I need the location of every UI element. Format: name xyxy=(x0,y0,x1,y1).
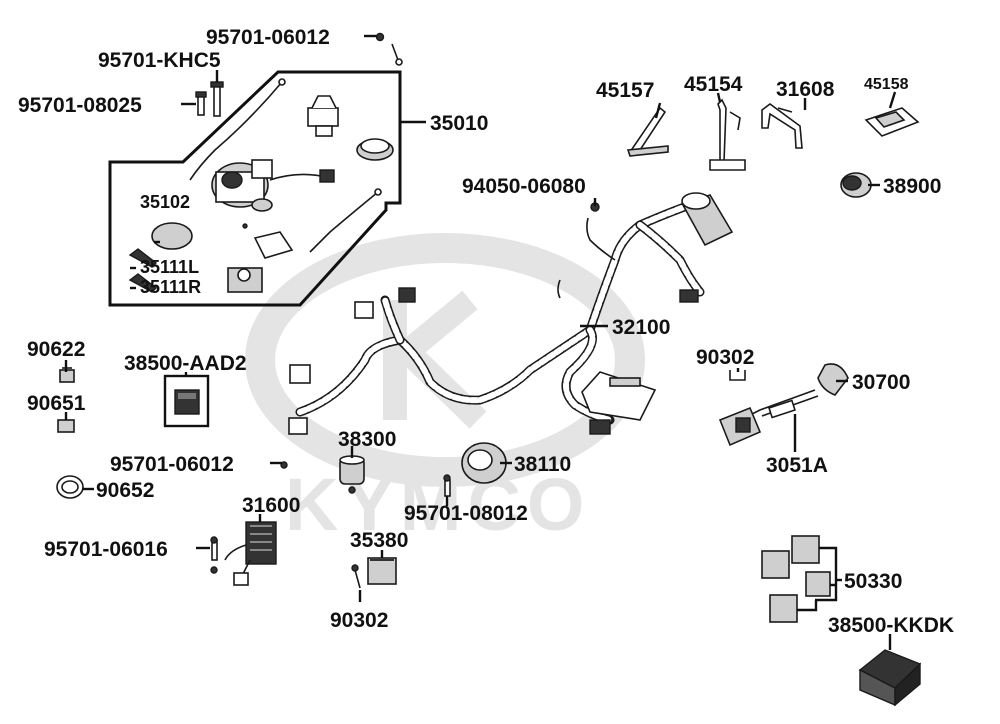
lock-cylinder xyxy=(227,267,263,293)
relay-38500-kkdk xyxy=(858,649,922,707)
clip-90302-bottom xyxy=(351,564,361,589)
part-labels: 95701-06012 95701-KHC5 95701-08025 35010… xyxy=(18,26,954,637)
label-35010: 35010 xyxy=(430,112,488,135)
watermark-brand: KYMCO xyxy=(285,463,590,546)
label-38300: 38300 xyxy=(338,428,396,451)
label-45157: 45157 xyxy=(596,79,654,102)
bracket-45157 xyxy=(626,106,669,157)
cable-end xyxy=(278,78,286,86)
label-35102: 35102 xyxy=(140,192,190,212)
label-95701-06012-mid: 95701-06012 xyxy=(110,453,234,476)
label-38500-kkdk: 38500-KKDK xyxy=(828,614,954,637)
key-left-icon xyxy=(128,248,158,268)
label-95701-08012: 95701-08012 xyxy=(404,502,528,525)
harness-connector-a xyxy=(354,301,374,319)
label-45158: 45158 xyxy=(864,76,909,93)
label-50330: 50330 xyxy=(844,570,902,593)
leader-50330-bracket xyxy=(797,546,838,612)
bolt-95701-06012-mid xyxy=(280,461,288,469)
seat-lock-cable xyxy=(189,81,283,181)
label-38900: 38900 xyxy=(883,175,941,198)
pad-4 xyxy=(769,594,798,623)
key-right-icon xyxy=(128,273,158,293)
watermark-ring xyxy=(245,233,645,487)
label-94050-06080: 94050-06080 xyxy=(462,175,586,198)
label-45154: 45154 xyxy=(684,73,743,96)
clamp-90652 xyxy=(56,475,84,499)
harness-connector-c xyxy=(288,417,308,435)
part-38900 xyxy=(840,172,872,198)
label-95701-khc5: 95701-KHC5 xyxy=(98,49,221,72)
label-90622: 90622 xyxy=(27,338,85,361)
harness-connector-b xyxy=(398,287,416,303)
bracket-45154 xyxy=(709,98,746,171)
switch-connector xyxy=(319,169,335,183)
top-bolt-95701-06012 xyxy=(375,32,403,66)
label-35111R: 35111R xyxy=(140,277,201,297)
clip-90302-right xyxy=(729,370,746,381)
harness-connector-e xyxy=(679,289,699,303)
regulator-31600 xyxy=(224,521,277,586)
key-shutter-plate xyxy=(151,222,193,250)
label-90302-right: 90302 xyxy=(696,346,754,369)
label-31600: 31600 xyxy=(242,494,300,517)
seat-lock-latch xyxy=(307,95,339,137)
label-31608: 31608 xyxy=(776,78,835,101)
lock-set-parts xyxy=(128,78,394,293)
label-95701-06012-top: 95701-06012 xyxy=(206,26,330,49)
bolt-95701-khc5 xyxy=(210,81,224,117)
bolt-95701-06016 xyxy=(210,536,218,574)
label-32100: 32100 xyxy=(612,316,670,339)
bolt-95701-08025 xyxy=(195,91,207,116)
pad-2 xyxy=(791,535,820,564)
pad-1 xyxy=(761,550,790,579)
bracket-45158 xyxy=(864,107,920,137)
label-90302-bottom: 90302 xyxy=(330,609,388,632)
lock-set-group-box xyxy=(108,70,402,307)
label-38110: 38110 xyxy=(514,453,571,476)
harness-connector-d xyxy=(589,419,611,435)
label-90651: 90651 xyxy=(27,392,86,415)
label-35111L: 35111L xyxy=(140,257,199,277)
label-95701-08025: 95701-08025 xyxy=(18,94,142,117)
label-95701-06016: 95701-06016 xyxy=(44,538,168,561)
main-wire-harness xyxy=(288,192,734,435)
ignition-coil-3051A xyxy=(718,406,762,447)
leader-lines xyxy=(64,34,897,650)
kymco-watermark: KYMCO xyxy=(245,233,645,546)
fuel-cap-lock xyxy=(356,138,394,161)
harness-capacitor xyxy=(681,192,734,247)
ignition-switch xyxy=(211,159,273,212)
spark-plug-cap-30700 xyxy=(749,363,849,419)
pad-3 xyxy=(805,571,831,597)
helmet-hook xyxy=(253,231,294,259)
fuel-lid-cable xyxy=(309,191,379,253)
pads-50330 xyxy=(761,535,831,623)
bracket-31608 xyxy=(761,103,803,149)
label-30700: 30700 xyxy=(852,371,910,394)
label-3051a: 3051A xyxy=(766,454,828,477)
harness-connector-left xyxy=(289,364,311,384)
label-35380: 35380 xyxy=(350,529,408,552)
relay-38500-aad2 xyxy=(174,389,200,415)
label-38500-aad2: 38500-AAD2 xyxy=(124,352,247,375)
switch-35380 xyxy=(367,557,397,585)
bolt-95701-08012 xyxy=(443,474,451,497)
label-90652: 90652 xyxy=(96,479,154,502)
screw xyxy=(242,223,248,229)
fuse-block xyxy=(581,371,657,421)
horn-38110 xyxy=(461,442,507,484)
